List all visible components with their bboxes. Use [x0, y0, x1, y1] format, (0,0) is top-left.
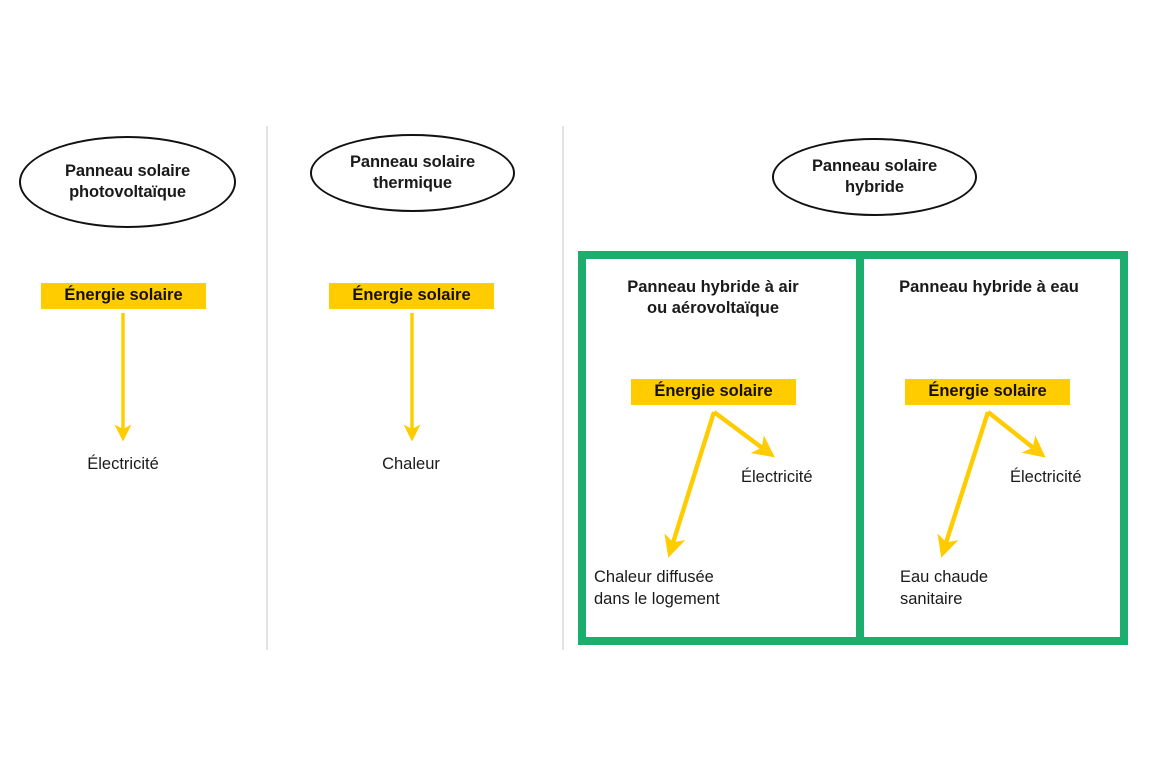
ellipse-label-thermique: Panneau solaire thermique [349, 153, 476, 192]
chip-label-energie-solaire: Énergie solaire [352, 285, 471, 304]
chip-energie-solaire-thermique: Énergie solaire [329, 283, 494, 309]
output-label-electricite-pv: Électricité [87, 455, 159, 473]
hybrid-panel-divider [856, 251, 864, 645]
column-divider-2 [562, 126, 564, 650]
output-label-chaleur-thermique: Chaleur [382, 455, 440, 473]
output-label-electricite-hybride-air: Électricité [741, 468, 813, 486]
ellipse-label-photovoltaique: Panneau solaire photovoltaïque [64, 162, 191, 201]
chip-label-energie-solaire: Énergie solaire [928, 381, 1047, 400]
chip-label-energie-solaire: Énergie solaire [654, 381, 773, 400]
chip-energie-solaire-hybride-air: Énergie solaire [631, 379, 796, 405]
column-divider-1 [266, 126, 268, 650]
chip-energie-solaire-photovoltaique: Énergie solaire [41, 283, 206, 309]
output-label-chaleur-diffusee: Chaleur diffusée dans le logement [594, 568, 720, 609]
ellipse-label-hybride: Panneau solaire hybride [811, 157, 938, 196]
panel-title-hybride-air: Panneau hybride à air ou aérovoltaïque [627, 278, 799, 318]
ellipse-panneau-solaire-photovoltaique: Panneau solaire photovoltaïque [19, 136, 236, 228]
ellipse-panneau-solaire-thermique: Panneau solaire thermique [310, 134, 515, 212]
chip-label-energie-solaire: Énergie solaire [64, 285, 183, 304]
output-label-electricite-hybride-eau: Électricité [1010, 468, 1082, 486]
output-label-eau-chaude-sanitaire: Eau chaude sanitaire [900, 568, 989, 609]
ellipse-panneau-solaire-hybride: Panneau solaire hybride [772, 138, 977, 216]
chip-energie-solaire-hybride-eau: Énergie solaire [905, 379, 1070, 405]
panel-title-hybride-eau: Panneau hybride à eau [899, 278, 1079, 296]
